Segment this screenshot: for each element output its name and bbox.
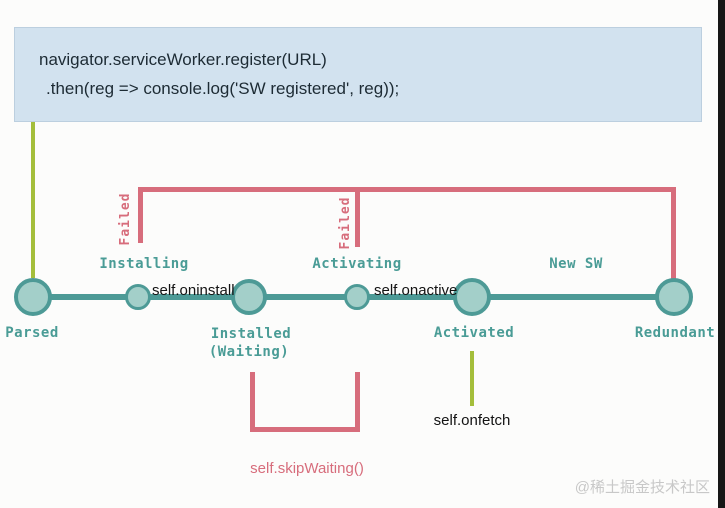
failed-route-redundant-vertical: [671, 187, 676, 280]
failed-route-horizontal: [138, 187, 676, 192]
state-label-installing: Installing: [99, 256, 189, 272]
new-sw-label: New SW: [549, 256, 603, 272]
onfetch-label: self.onfetch: [433, 412, 511, 429]
state-label-parsed: Parsed: [5, 325, 59, 341]
state-label-activated: Activated: [433, 325, 515, 341]
code-line-2: .then(reg => console.log('SW registered'…: [46, 79, 400, 98]
state-label-installed-waiting: (Waiting): [208, 344, 290, 360]
state-node-installed: [231, 279, 267, 315]
state-node-activated: [453, 278, 491, 316]
code-line-1: navigator.serviceWorker.register(URL): [39, 50, 327, 69]
failed-label-installing: Failed: [118, 192, 133, 246]
state-node-installing: [125, 284, 151, 310]
state-node-activating: [344, 284, 370, 310]
skip-waiting-bracket-left: [250, 372, 255, 432]
register-code-block: navigator.serviceWorker.register(URL) .t…: [14, 27, 702, 122]
right-edge-bar: [718, 0, 725, 508]
failed-label-activating: Failed: [338, 196, 353, 250]
state-label-redundant: Redundant: [634, 325, 716, 341]
watermark: @稀土掘金技术社区: [574, 479, 710, 496]
oninstall-label: self.oninstall: [152, 282, 235, 299]
state-node-parsed: [14, 278, 52, 316]
activated-to-onfetch-connector: [470, 351, 474, 406]
skip-waiting-bracket-bottom: [250, 427, 360, 432]
failed-route-activating-vertical: [355, 187, 360, 247]
onactive-label: self.onactive: [374, 282, 458, 299]
failed-route-installing-vertical: [138, 187, 143, 243]
state-label-activating: Activating: [312, 256, 402, 272]
state-label-installed: Installed: [210, 326, 292, 342]
register-to-parsed-connector: [31, 122, 35, 278]
skip-waiting-bracket-right: [355, 372, 360, 432]
state-node-redundant: [655, 278, 693, 316]
skip-waiting-label: self.skipWaiting(): [250, 460, 364, 477]
